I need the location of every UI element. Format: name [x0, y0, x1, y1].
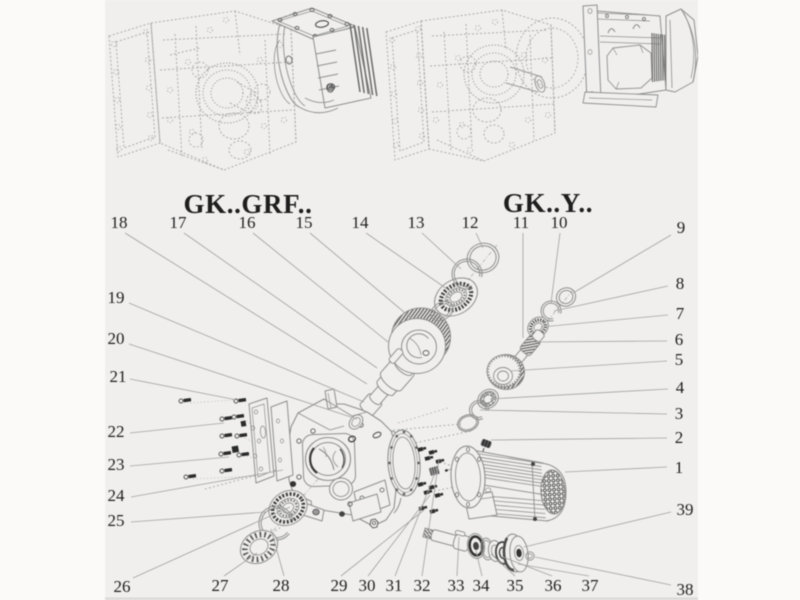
svg-text:7: 7 — [676, 304, 685, 323]
svg-text:11: 11 — [513, 213, 529, 232]
svg-text:23: 23 — [108, 455, 125, 474]
svg-text:9: 9 — [677, 218, 686, 237]
svg-text:33: 33 — [448, 576, 465, 595]
svg-text:10: 10 — [551, 213, 568, 232]
svg-text:28: 28 — [273, 576, 290, 595]
svg-text:37: 37 — [582, 576, 600, 595]
svg-text:19: 19 — [108, 288, 125, 307]
svg-text:35: 35 — [507, 576, 524, 595]
svg-text:6: 6 — [675, 330, 684, 349]
svg-text:2: 2 — [675, 428, 684, 447]
svg-text:5: 5 — [675, 350, 684, 369]
svg-text:15: 15 — [296, 213, 313, 232]
svg-text:38: 38 — [677, 580, 694, 599]
svg-text:16: 16 — [239, 213, 256, 232]
svg-text:20: 20 — [108, 329, 125, 348]
svg-text:8: 8 — [676, 274, 685, 293]
svg-text:12: 12 — [462, 213, 479, 232]
svg-text:26: 26 — [114, 577, 131, 596]
svg-text:29: 29 — [331, 576, 348, 595]
svg-text:27: 27 — [212, 576, 230, 595]
svg-text:18: 18 — [111, 213, 128, 232]
svg-text:24: 24 — [108, 486, 126, 505]
svg-text:14: 14 — [352, 213, 370, 232]
svg-text:GK..GRF..: GK..GRF.. — [184, 189, 313, 219]
svg-text:30: 30 — [359, 576, 376, 595]
svg-text:13: 13 — [408, 213, 425, 232]
svg-text:GK..Y..: GK..Y.. — [503, 188, 593, 218]
svg-text:34: 34 — [473, 576, 491, 595]
svg-text:21: 21 — [110, 367, 127, 386]
svg-text:4: 4 — [676, 378, 685, 397]
svg-text:1: 1 — [675, 458, 684, 477]
svg-text:25: 25 — [108, 511, 125, 530]
svg-text:32: 32 — [414, 576, 431, 595]
svg-text:39: 39 — [677, 500, 694, 519]
svg-text:17: 17 — [170, 213, 188, 232]
svg-text:22: 22 — [108, 422, 125, 441]
svg-text:3: 3 — [675, 404, 684, 423]
svg-text:31: 31 — [386, 576, 403, 595]
svg-text:36: 36 — [545, 576, 562, 595]
